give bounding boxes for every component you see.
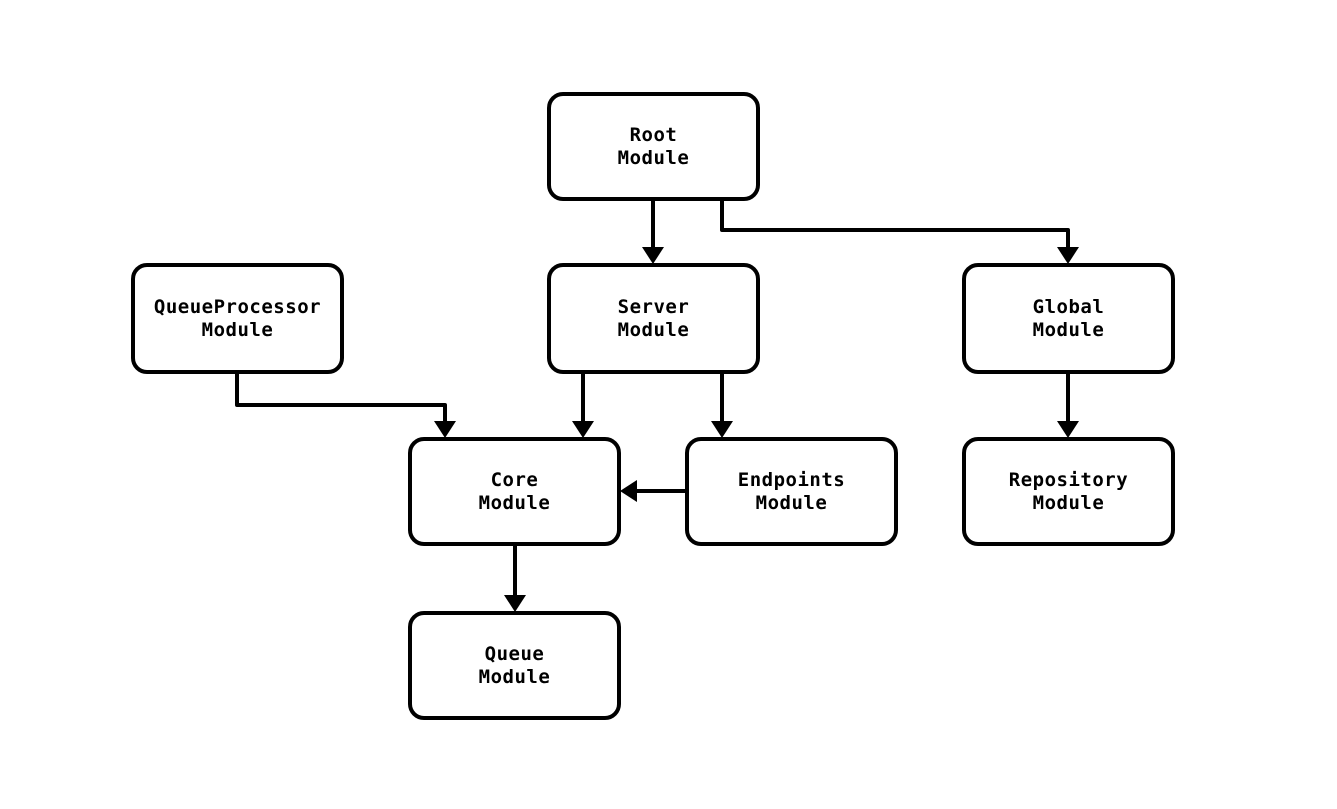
endpoints-module-node-label-line1: Endpoints bbox=[738, 469, 845, 491]
edge-root-to-global-line bbox=[720, 199, 1070, 256]
edge-core-to-queue-arrowhead bbox=[504, 595, 526, 612]
endpoints-module-node-label-line2: Module bbox=[756, 492, 828, 514]
edge-server-to-core bbox=[572, 372, 594, 438]
server-module-node-label-line2: Module bbox=[618, 319, 690, 341]
edge-endpoints-to-core-arrowhead bbox=[620, 480, 637, 502]
edge-server-to-core-arrowhead bbox=[572, 421, 594, 438]
edge-queueprocessor-to-core bbox=[235, 372, 456, 438]
repository-module-node-box[interactable] bbox=[962, 437, 1175, 546]
edges-layer bbox=[235, 199, 1079, 612]
endpoints-module-node-box[interactable] bbox=[685, 437, 898, 546]
repository-module-node-label-line2: Module bbox=[1033, 492, 1105, 514]
global-module-node-box[interactable] bbox=[962, 263, 1175, 374]
root-module-node-box[interactable] bbox=[547, 92, 760, 201]
global-module-node-label-line2: Module bbox=[1033, 319, 1105, 341]
edge-root-to-server bbox=[642, 199, 664, 264]
queue-module-node-label-line1: Queue bbox=[485, 643, 545, 665]
queueprocessor-module-node-label-line2: Module bbox=[202, 319, 274, 341]
global-module-node-label-line1: Global bbox=[1033, 296, 1105, 318]
edge-root-to-global bbox=[720, 199, 1079, 264]
core-module-node-box[interactable] bbox=[408, 437, 621, 546]
queueprocessor-module-node-label-line1: QueueProcessor bbox=[154, 296, 321, 318]
edge-server-to-endpoints-arrowhead bbox=[711, 421, 733, 438]
edge-root-to-server-arrowhead bbox=[642, 247, 664, 264]
edge-queueprocessor-to-core-arrowhead bbox=[434, 421, 456, 438]
queue-module-node-box[interactable] bbox=[408, 611, 621, 720]
root-module-node-label-line2: Module bbox=[618, 147, 690, 169]
repository-module-node-label-line1: Repository bbox=[1009, 469, 1128, 491]
edge-root-to-global-arrowhead bbox=[1057, 247, 1079, 264]
queueprocessor-module-node-box[interactable] bbox=[131, 263, 344, 374]
edge-server-to-endpoints bbox=[711, 372, 733, 438]
edge-queueprocessor-to-core-line bbox=[235, 372, 447, 430]
edge-global-to-repository bbox=[1057, 372, 1079, 438]
server-module-node-label-line1: Server bbox=[618, 296, 690, 318]
edge-global-to-repository-arrowhead bbox=[1057, 421, 1079, 438]
queue-module-node-label-line2: Module bbox=[479, 666, 551, 688]
nodes-layer: RootModuleQueueProcessorModuleServerModu… bbox=[131, 92, 1175, 720]
edge-core-to-queue bbox=[504, 544, 526, 612]
core-module-node-label-line1: Core bbox=[491, 469, 539, 491]
server-module-node-box[interactable] bbox=[547, 263, 760, 374]
root-module-node-label-line1: Root bbox=[630, 124, 678, 146]
core-module-node-label-line2: Module bbox=[479, 492, 551, 514]
edge-endpoints-to-core bbox=[620, 480, 687, 502]
